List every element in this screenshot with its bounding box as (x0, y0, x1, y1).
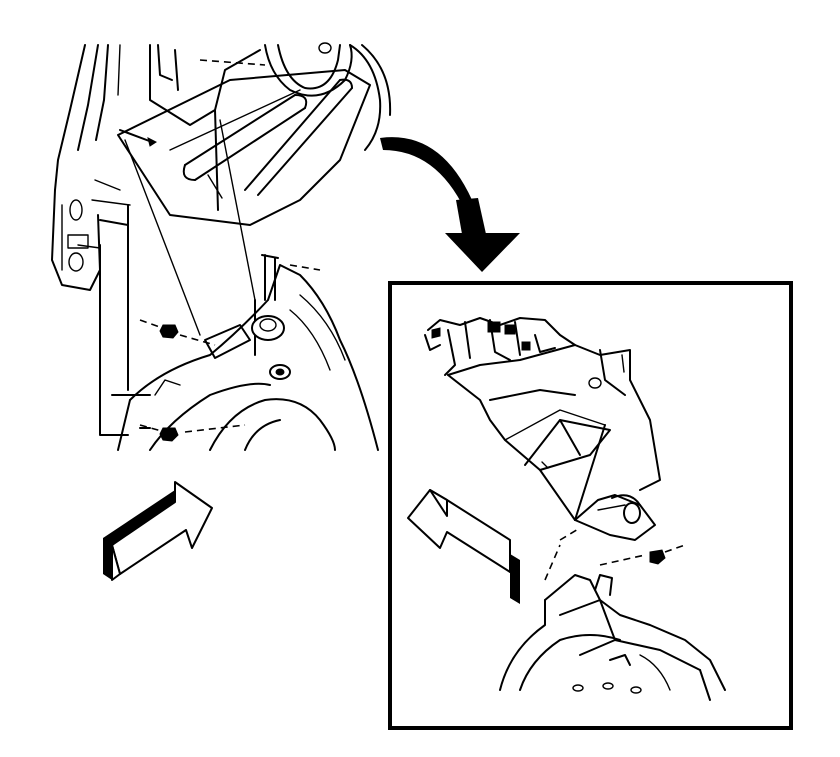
detail-inset (388, 281, 793, 730)
direction-arrow-icon (407, 489, 520, 604)
fastener-icon (649, 549, 666, 565)
direction-arrow-icon (103, 481, 213, 581)
fastener-icon (159, 324, 179, 339)
body-panel-assembly (51, 42, 392, 451)
fastener-icon (159, 427, 179, 442)
curved-arrow-icon (380, 137, 520, 272)
